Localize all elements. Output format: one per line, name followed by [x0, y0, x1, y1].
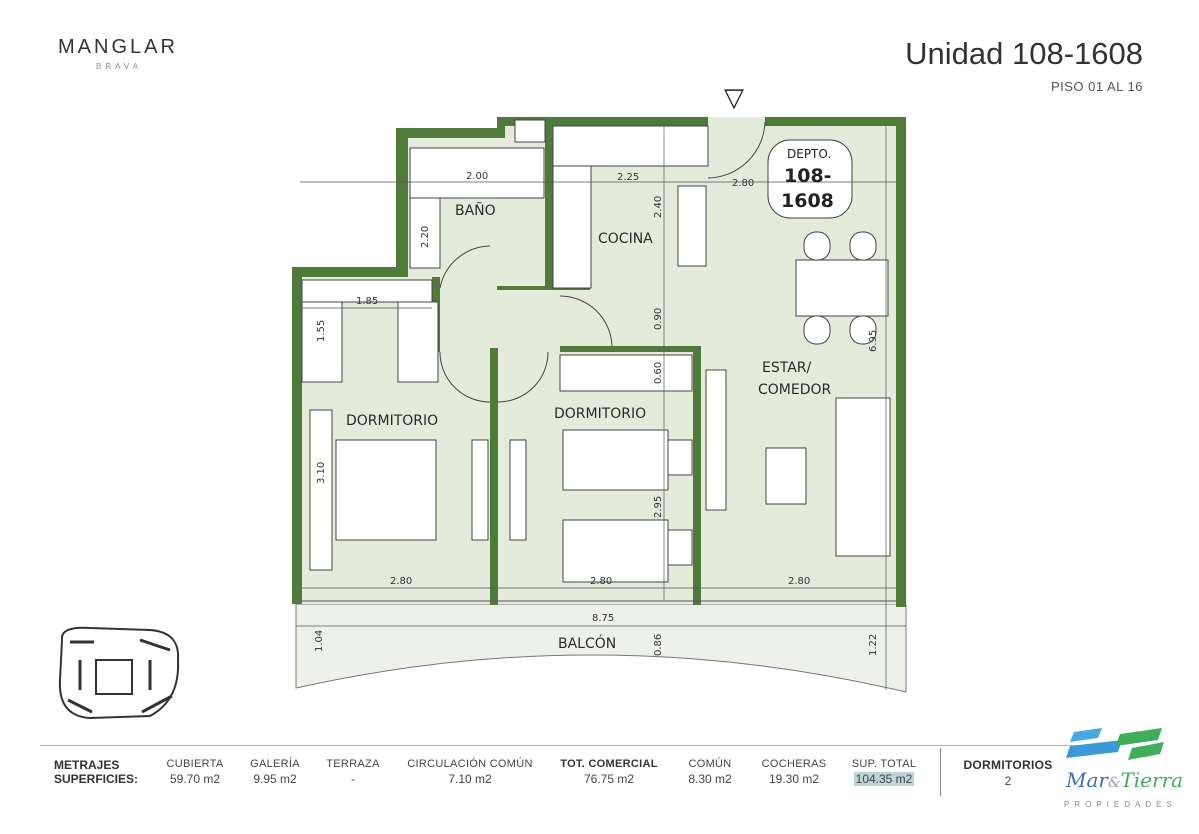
unit-badge-number-1: 108- — [784, 165, 832, 187]
dim-bed1-height: 3.10 — [316, 462, 327, 484]
dim-kitchen-width: 2.25 — [617, 172, 639, 183]
table-separator — [940, 748, 941, 796]
room-balcony: BALCÓN — [558, 634, 616, 652]
brand-logo-sub: BRAVA — [96, 62, 142, 71]
room-dining: COMEDOR — [758, 382, 832, 398]
table-divider — [40, 745, 1100, 746]
table-label-line-1: METRAJES — [54, 758, 120, 772]
dim-living-width: 2.80 — [788, 576, 810, 587]
dim-living-height: 6.95 — [868, 330, 879, 352]
room-bath: BAÑO — [455, 202, 496, 219]
dim-closet-height: 1.55 — [316, 320, 327, 342]
dim-balcony-width: 8.75 — [592, 613, 614, 624]
room-kitchen: COCINA — [598, 231, 653, 247]
entrance-marker-icon: ▽ — [724, 83, 744, 113]
dim-balcony-mid: 0.86 — [653, 634, 664, 656]
dim-kitchen-height: 2.40 — [653, 196, 664, 218]
brand-logo-name: MANGLAR — [58, 36, 178, 58]
dim-hall: 0.90 — [653, 308, 664, 330]
dim-living-top: 2.80 — [732, 178, 754, 189]
unit-badge-number-2: 1608 — [781, 190, 834, 212]
room-living: ESTAR/ — [762, 360, 812, 376]
table-label: METRAJES SUPERFICIES: — [54, 758, 138, 786]
dim-balcony-right: 1.22 — [868, 634, 879, 656]
dim-balcony-left: 1.04 — [314, 630, 325, 652]
dim-bed2-height: 2.95 — [653, 496, 664, 518]
dim-bed1-width: 2.80 — [390, 576, 412, 587]
dim-bed2-width: 2.80 — [590, 576, 612, 587]
room-bedroom-1: DORMITORIO — [346, 413, 438, 429]
table-label-line-2: SUPERFICIES: — [54, 772, 139, 786]
agency-logo: Mar&Tierra PROPIEDADES — [1062, 726, 1186, 816]
metric-terraza: TERRAZA- — [326, 758, 380, 786]
dim-closet2: 0.60 — [653, 362, 664, 384]
floor-range: PISO 01 AL 16 — [1050, 79, 1143, 94]
dim-closet-width: 1.85 — [356, 296, 378, 307]
room-bedroom-2: DORMITORIO — [554, 406, 646, 422]
dim-bath-height: 2.20 — [420, 226, 431, 248]
page-title: Unidad 108-1608 — [905, 36, 1143, 71]
furniture — [301, 119, 891, 583]
unit-badge-label: DEPTO. — [787, 147, 831, 161]
site-key-plan — [58, 626, 180, 720]
walls — [292, 117, 906, 607]
dim-bath-width: 2.00 — [466, 171, 488, 182]
